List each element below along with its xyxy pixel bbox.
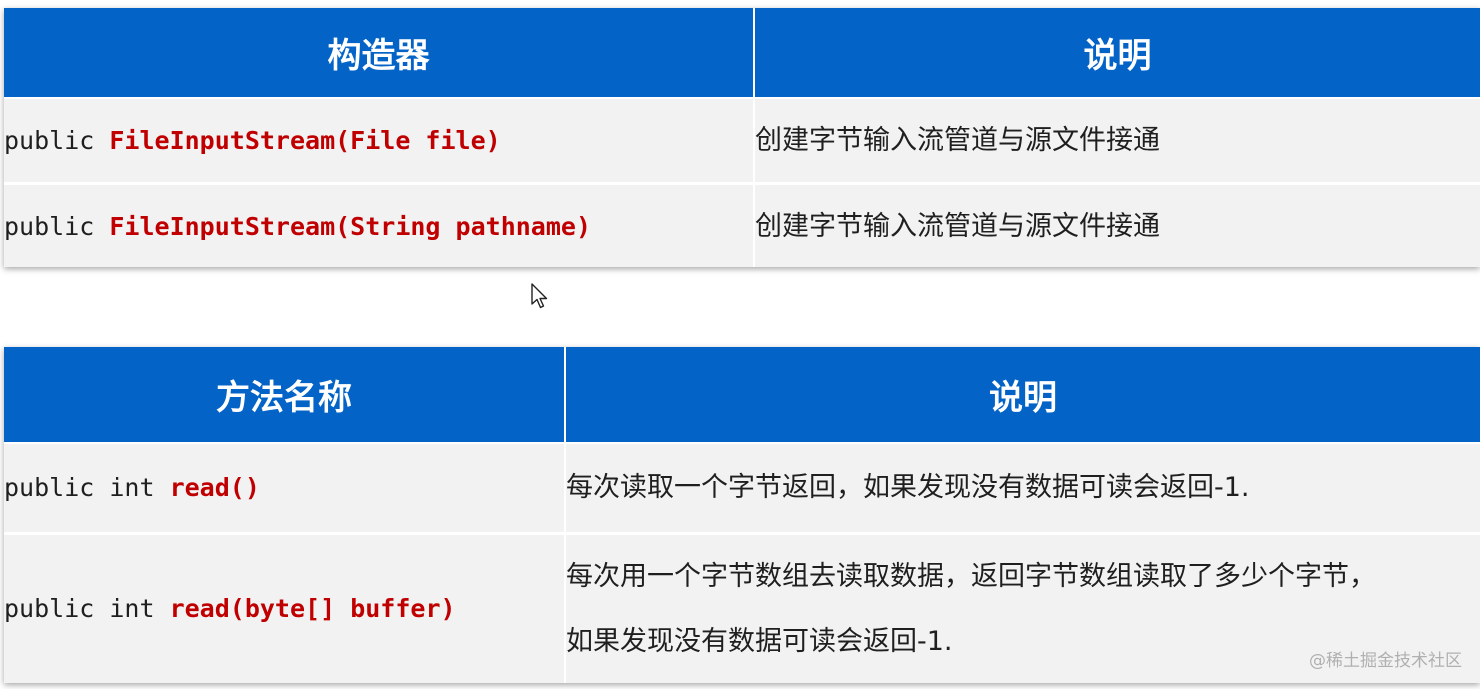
description-cell: 创建字节输入流管道与源文件接通 (754, 183, 1480, 267)
description-cell: 创建字节输入流管道与源文件接通 (754, 98, 1480, 186)
modifier: public int (4, 473, 170, 503)
description-cell: 每次用一个字节数组去读取数据，返回字节数组读取了多少个字节， 如果发现没有数据可… (565, 533, 1480, 683)
constructor-name: FileInputStream(File file) (109, 126, 501, 156)
description-cell: 每次读取一个字节返回，如果发现没有数据可读会返回-1. (565, 443, 1480, 535)
constructor-name: FileInputStream(String pathname) (109, 211, 591, 241)
constructors-table: 构造器 说明 public FileInputStream(File file)… (4, 8, 1480, 267)
description-line: 每次读取一个字节返回，如果发现没有数据可读会返回-1. (566, 472, 1250, 504)
table-row: public int read(byte[] buffer) 每次用一个字节数组… (4, 533, 1480, 683)
modifier: public int (4, 594, 170, 624)
header-method-name: 方法名称 (4, 347, 566, 444)
constructor-signature-cell: public FileInputStream(File file) (4, 98, 755, 186)
header-description: 说明 (565, 347, 1480, 444)
header-description: 说明 (754, 8, 1480, 99)
table-header-row: 构造器 说明 (4, 8, 1480, 99)
method-signature-cell: public int read(byte[] buffer) (4, 533, 566, 683)
table-row: public FileInputStream(String pathname) … (4, 183, 1480, 267)
table-row: public FileInputStream(File file) 创建字节输入… (4, 98, 1480, 186)
description-line: 每次用一个字节数组去读取数据，返回字节数组读取了多少个字节， (566, 560, 1376, 592)
methods-table: 方法名称 说明 public int read() 每次读取一个字节返回，如果发… (4, 347, 1480, 683)
modifier: public (4, 211, 110, 241)
description-line: 如果发现没有数据可读会返回-1. (566, 625, 953, 657)
method-name: read(byte[] buffer) (169, 594, 456, 624)
method-signature-cell: public int read() (4, 443, 566, 535)
constructor-signature-cell: public FileInputStream(String pathname) (4, 183, 755, 267)
table-header-row: 方法名称 说明 (4, 347, 1480, 444)
header-constructor: 构造器 (4, 8, 755, 99)
mouse-pointer-icon (531, 283, 548, 309)
watermark: @稀土掘金技术社区 (1309, 651, 1462, 671)
method-name: read() (169, 473, 260, 503)
modifier: public (4, 126, 110, 156)
table-row: public int read() 每次读取一个字节返回，如果发现没有数据可读会… (4, 443, 1480, 535)
